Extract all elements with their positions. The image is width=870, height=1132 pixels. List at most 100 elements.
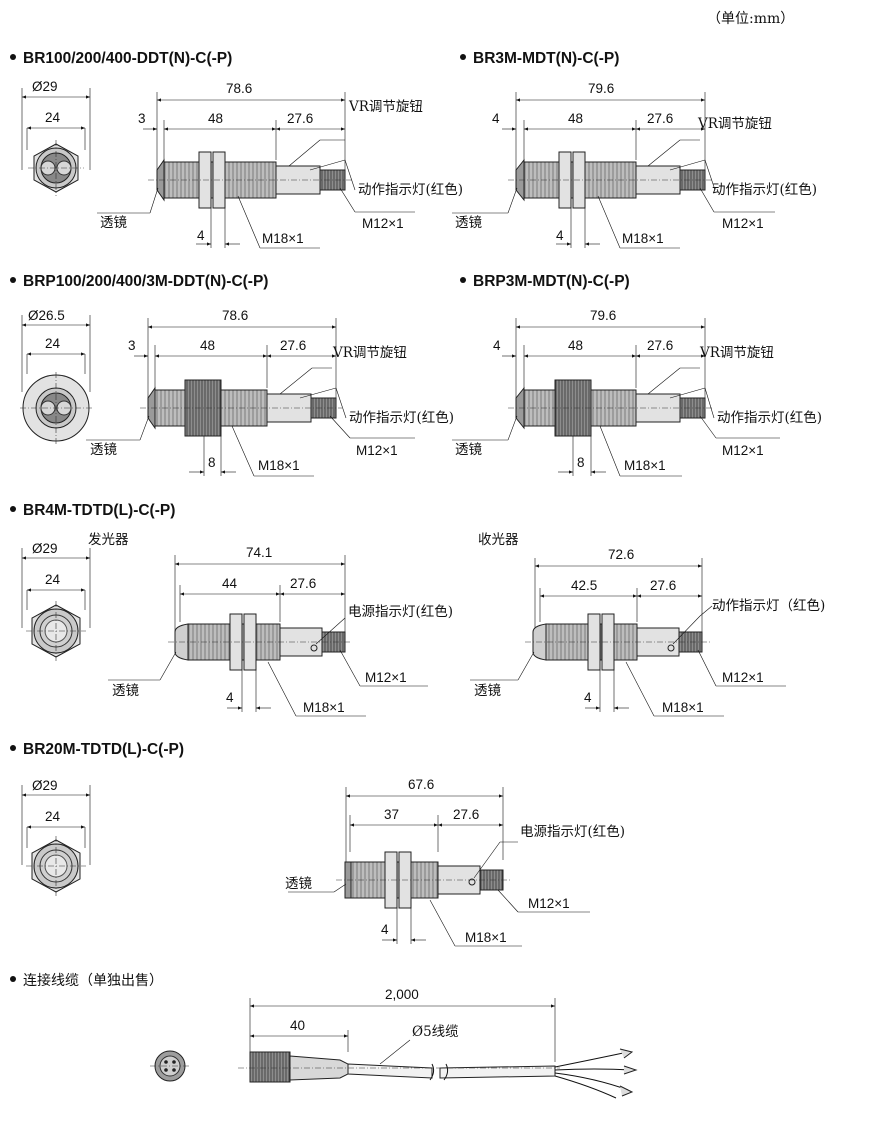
- end-flat-label: 24: [45, 572, 61, 587]
- front-length-label: 3: [128, 338, 136, 353]
- nut-thickness-label: 4: [556, 228, 564, 243]
- end-view: Ø26.5 24: [20, 308, 92, 444]
- section-title-brp3m: BRP3M-MDT(N)-C(-P): [460, 273, 630, 291]
- end-view: Ø29 24: [21, 778, 91, 896]
- nut-thickness-label: 4: [226, 690, 234, 705]
- bullet-icon: [10, 745, 16, 751]
- drawing-cable: 2,000 40 Ø5线缆: [150, 987, 638, 1099]
- bullet-icon: [10, 277, 16, 283]
- section-title-br100: BR100/200/400-DDT(N)-C(-P): [10, 50, 232, 68]
- section-title-text: 连接线缆（单独出售）: [23, 973, 163, 989]
- end-flat-label: 24: [45, 809, 61, 824]
- nut-thickness-label: 8: [208, 455, 216, 470]
- section-title-cable: 连接线缆（单独出售）: [10, 970, 163, 990]
- drawing-br3m: 79.6 4 48 27.6 VR调节旋钮 动作指示灯(红色) M12×1 透镜…: [452, 81, 817, 249]
- lens-label: 透镜: [112, 683, 139, 699]
- body-length-label: 48: [200, 338, 215, 353]
- end-diameter-label: Ø26.5: [28, 308, 65, 323]
- drawing-brp100: Ø26.5 24 78.6 3 48 27.6 VR调节旋钮: [20, 308, 454, 477]
- front-length-label: 3: [138, 111, 146, 126]
- end-flat-label: 24: [45, 336, 61, 351]
- power-led-label: 电源指示灯(红色): [520, 823, 625, 840]
- lens-label: 透镜: [100, 215, 127, 231]
- lens-label: 透镜: [474, 683, 501, 699]
- end-view: Ø29 24: [21, 79, 91, 196]
- connector-thread-label: M12×1: [722, 443, 764, 458]
- total-length-label: 74.1: [246, 545, 272, 560]
- status-led-label: 动作指示灯(红色): [717, 409, 822, 426]
- rear-length-label: 27.6: [287, 111, 313, 126]
- body-length-label: 48: [568, 111, 583, 126]
- body-thread-label: M18×1: [662, 700, 704, 715]
- body-thread-label: M18×1: [258, 458, 300, 473]
- section-title-br20m: BR20M-TDTD(L)-C(-P): [10, 741, 184, 759]
- power-led-label: 电源指示灯(红色): [348, 603, 453, 620]
- connector-length-label: 40: [290, 1018, 305, 1033]
- body-length-label: 42.5: [571, 578, 597, 593]
- vr-knob-label: VR调节旋钮: [332, 345, 407, 361]
- section-title-text: BR100/200/400-DDT(N)-C(-P): [23, 50, 233, 67]
- body-length-label: 37: [384, 807, 399, 822]
- body-thread-label: M18×1: [303, 700, 345, 715]
- drawing-br4m-receiver: 收光器 72.6 42.5 27.6 动作指示灯（红色) M12×1 透镜 4: [470, 532, 825, 717]
- section-title-text: BRP100/200/400/3M-DDT(N)-C(-P): [23, 273, 269, 290]
- emitter-label: 发光器: [88, 532, 129, 548]
- bullet-icon: [10, 976, 16, 982]
- bullet-icon: [460, 277, 466, 283]
- vr-knob-label: VR调节旋钮: [699, 345, 774, 361]
- body-thread-label: M18×1: [465, 930, 507, 945]
- cable-length-label: 2,000: [385, 987, 419, 1002]
- vr-knob-label: VR调节旋钮: [348, 99, 423, 115]
- body-thread-label: M18×1: [624, 458, 666, 473]
- body-length-label: 48: [208, 111, 223, 126]
- end-diameter-label: Ø29: [32, 778, 58, 793]
- lens-label: 透镜: [455, 215, 482, 231]
- section-title-text: BR20M-TDTD(L)-C(-P): [23, 741, 184, 758]
- body-thread-label: M18×1: [262, 231, 304, 246]
- section-title-brp100: BRP100/200/400/3M-DDT(N)-C(-P): [10, 273, 268, 291]
- connector-thread-label: M12×1: [722, 670, 764, 685]
- rear-length-label: 27.6: [647, 111, 673, 126]
- section-title-text: BRP3M-MDT(N)-C(-P): [473, 273, 630, 290]
- drawing-br4m-emitter: Ø29 24 发光器 74.1 44 27.6 电源指示灯(红色): [21, 532, 453, 717]
- connector-thread-label: M12×1: [365, 670, 407, 685]
- bullet-icon: [460, 54, 466, 60]
- rear-length-label: 27.6: [453, 807, 479, 822]
- nut-thickness-label: 8: [577, 455, 585, 470]
- vr-knob-label: VR调节旋钮: [697, 116, 772, 132]
- body-length-label: 44: [222, 576, 238, 591]
- rear-length-label: 27.6: [280, 338, 306, 353]
- total-length-label: 67.6: [408, 777, 434, 792]
- status-led-label: 动作指示灯(红色): [349, 409, 454, 426]
- drawing-brp3m: 79.6 4 48 27.6 VR调节旋钮 动作指示灯(红色) M12×1 透镜…: [452, 308, 822, 477]
- nut-thickness-label: 4: [381, 922, 389, 937]
- front-length-label: 4: [492, 111, 500, 126]
- drawing-br20m: Ø29 24 67.6 37 27.6 电源指示灯(红色): [21, 777, 625, 947]
- section-title-br4m: BR4M-TDTD(L)-C(-P): [10, 502, 175, 520]
- drawing-br100: Ø29 24 78.6 3 48 27.6 VR调节旋钮: [21, 79, 463, 249]
- body-thread-label: M18×1: [622, 231, 664, 246]
- connector-thread-label: M12×1: [528, 896, 570, 911]
- lens-label: 透镜: [285, 876, 312, 892]
- total-length-label: 78.6: [222, 308, 248, 323]
- bullet-icon: [10, 506, 16, 512]
- status-led-label: 动作指示灯(红色): [358, 181, 463, 198]
- body-length-label: 48: [568, 338, 583, 353]
- total-length-label: 79.6: [590, 308, 616, 323]
- end-flat-label: 24: [45, 110, 61, 125]
- nut-thickness-label: 4: [584, 690, 592, 705]
- total-length-label: 78.6: [226, 81, 252, 96]
- end-diameter-label: Ø29: [32, 79, 58, 94]
- rear-length-label: 27.6: [650, 578, 676, 593]
- wire-diameter-label: Ø5线缆: [412, 1024, 459, 1040]
- section-title-text: BR4M-TDTD(L)-C(-P): [23, 502, 176, 519]
- section-title-br3m: BR3M-MDT(N)-C(-P): [460, 50, 619, 68]
- nut-thickness-label: 4: [197, 228, 205, 243]
- end-view: Ø29 24: [21, 541, 91, 661]
- end-diameter-label: Ø29: [32, 541, 58, 556]
- section-title-text: BR3M-MDT(N)-C(-P): [473, 50, 620, 67]
- total-length-label: 79.6: [588, 81, 614, 96]
- connector-thread-label: M12×1: [722, 216, 764, 231]
- status-led-label: 动作指示灯(红色): [712, 181, 817, 198]
- front-length-label: 4: [493, 338, 501, 353]
